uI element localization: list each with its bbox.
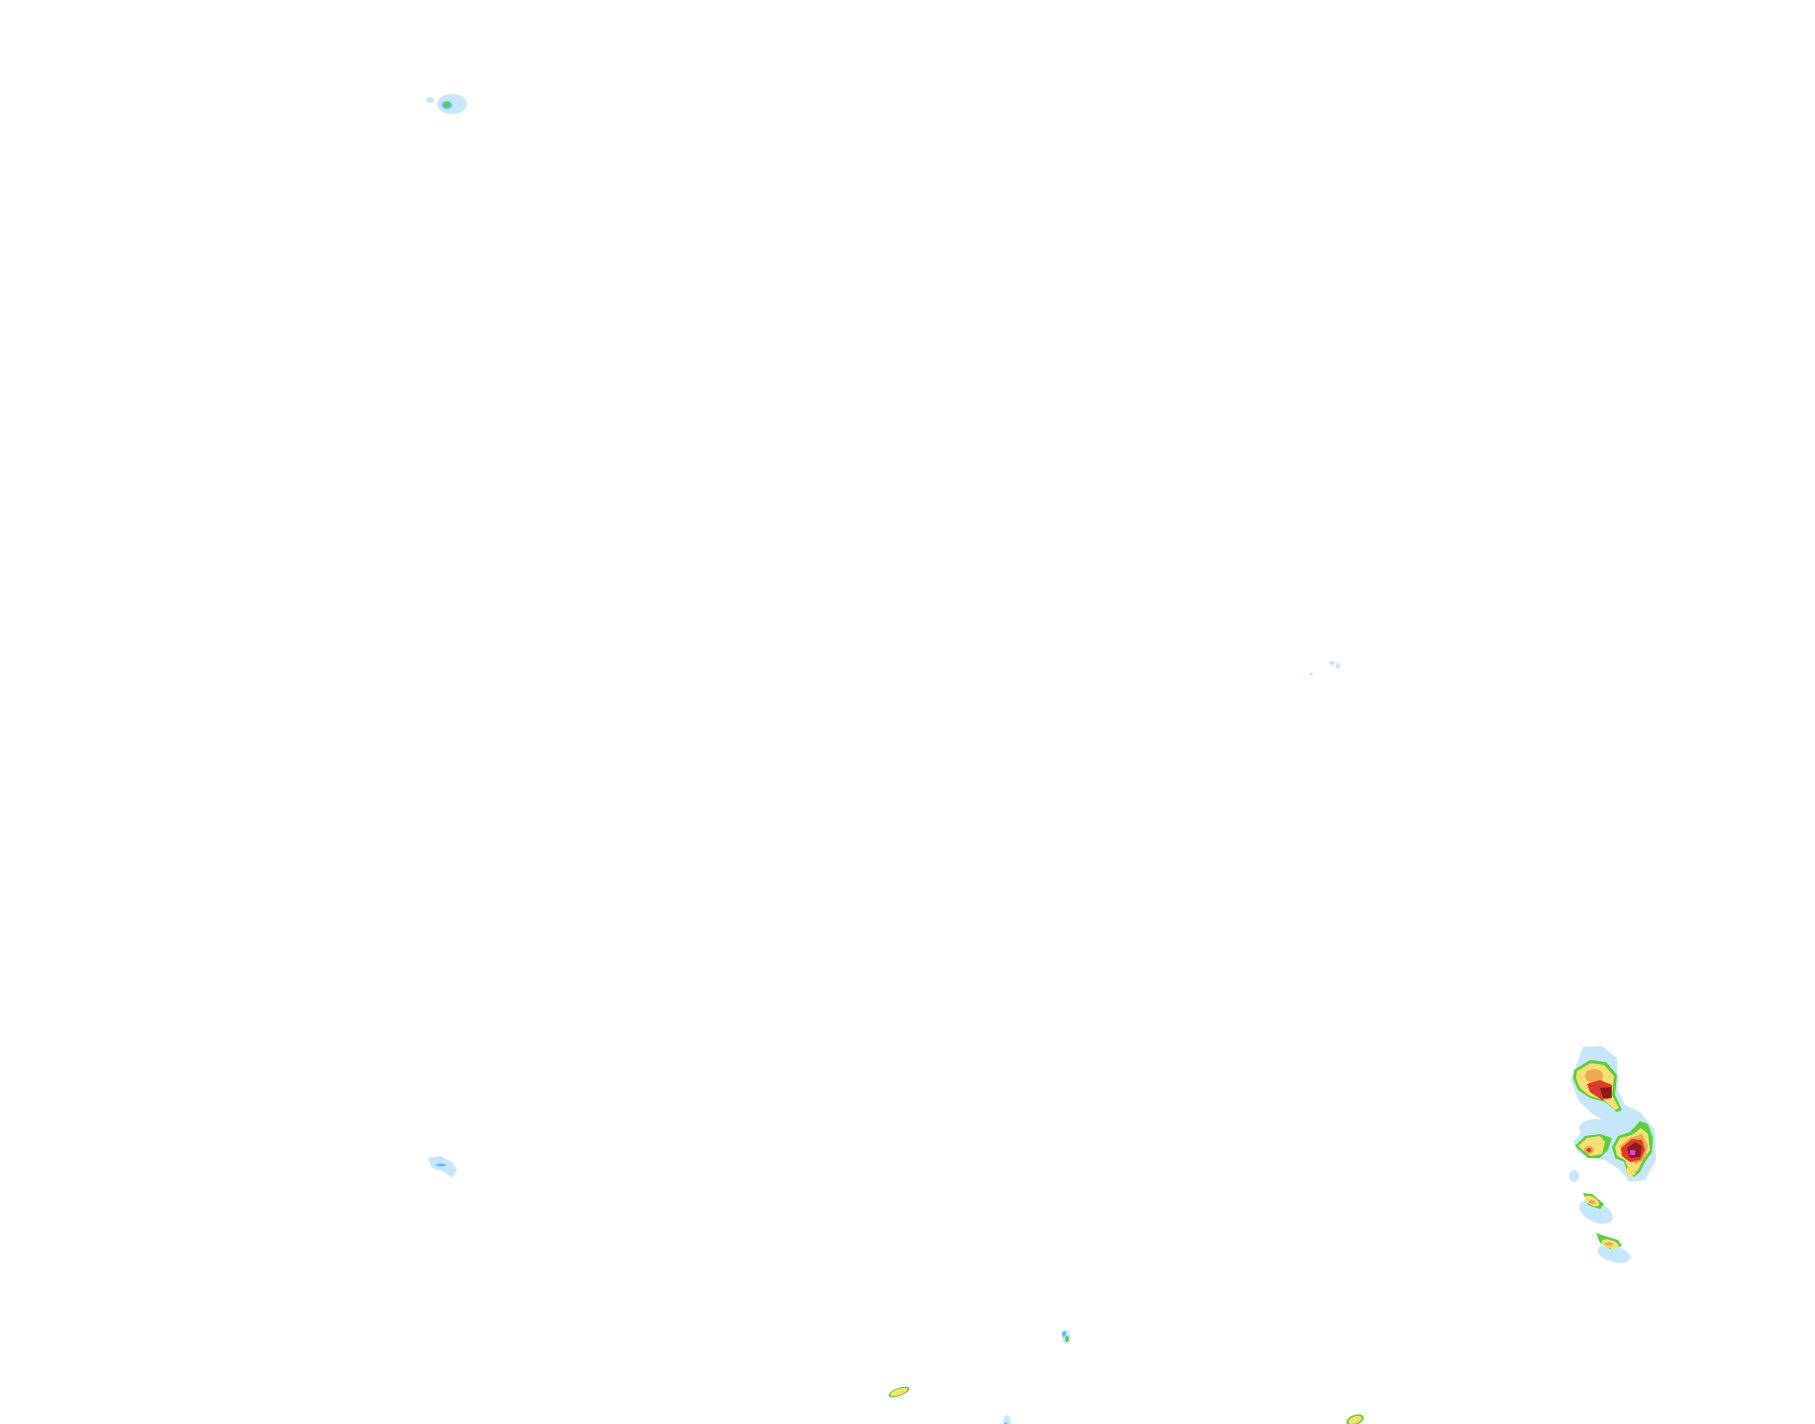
echo-cell-center-tiny xyxy=(1309,661,1340,676)
echo-cell-south-3 xyxy=(1003,1415,1011,1424)
echo-cell-west xyxy=(428,1156,457,1178)
echo-cell-northwest xyxy=(426,94,467,114)
echo-cell-south-2 xyxy=(888,1386,910,1398)
echo-cell-south-4 xyxy=(1346,1414,1364,1424)
storm-cluster-east xyxy=(1569,1046,1656,1263)
echo-cell-south-1 xyxy=(1062,1330,1070,1344)
